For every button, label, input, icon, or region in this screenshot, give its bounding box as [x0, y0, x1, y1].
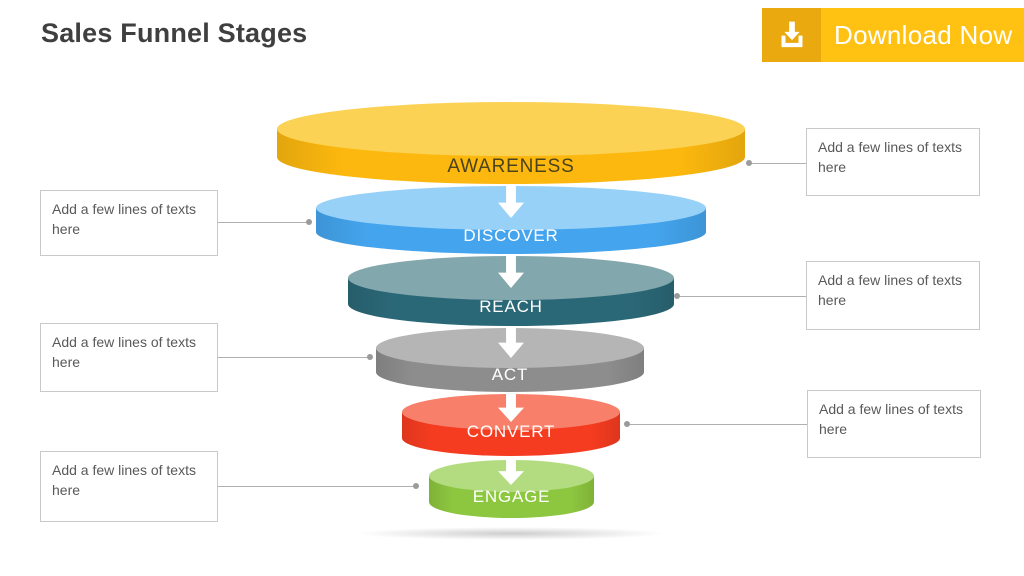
connector-line	[218, 483, 419, 489]
connector-line	[674, 293, 806, 299]
callout-text: Add a few lines of texts here	[818, 272, 962, 308]
cylinder-top	[277, 102, 745, 156]
callout-text: Add a few lines of texts here	[52, 462, 196, 498]
funnel-stage-label: ENGAGE	[472, 487, 551, 506]
connector-line	[624, 421, 807, 427]
connector-dot	[413, 483, 419, 489]
callout-box-left-2: Add a few lines of texts here	[40, 323, 218, 392]
callout-box-left-1: Add a few lines of texts here	[40, 190, 218, 256]
download-icon	[762, 8, 821, 62]
funnel-ground-shadow	[356, 527, 666, 540]
funnel-stage-label: DISCOVER	[463, 226, 559, 245]
download-button-label: Download Now	[834, 19, 1013, 50]
funnel-stage-label: REACH	[479, 297, 543, 316]
funnel-stage-label: AWARENESS	[447, 156, 575, 177]
connector-line	[746, 160, 806, 166]
connector-line	[218, 219, 312, 225]
slide-title: Sales Funnel Stages	[41, 18, 308, 48]
connector-dot	[367, 354, 373, 360]
callout-text: Add a few lines of texts here	[52, 334, 196, 370]
callout-box-right-2: Add a few lines of texts here	[806, 261, 980, 330]
funnel-stage-awareness: AWARENESS	[277, 102, 745, 184]
connector-dot	[306, 219, 312, 225]
connector-line	[218, 354, 373, 360]
funnel-stage-reach: REACH	[348, 256, 674, 326]
connector-dot	[624, 421, 630, 427]
callout-text: Add a few lines of texts here	[52, 201, 196, 237]
funnel-stage-label: CONVERT	[466, 422, 556, 441]
callout-box-left-3: Add a few lines of texts here	[40, 451, 218, 522]
connector-dot	[746, 160, 752, 166]
callout-box-right-1: Add a few lines of texts here	[806, 128, 980, 196]
funnel-stage-label: ACT	[491, 365, 529, 384]
callout-text: Add a few lines of texts here	[818, 139, 962, 175]
download-button-label-area: Download Now	[821, 8, 1024, 62]
callout-box-right-3: Add a few lines of texts here	[807, 390, 981, 458]
connector-dot	[674, 293, 680, 299]
download-now-button[interactable]: Download Now	[762, 8, 1024, 62]
callout-text: Add a few lines of texts here	[819, 401, 963, 437]
